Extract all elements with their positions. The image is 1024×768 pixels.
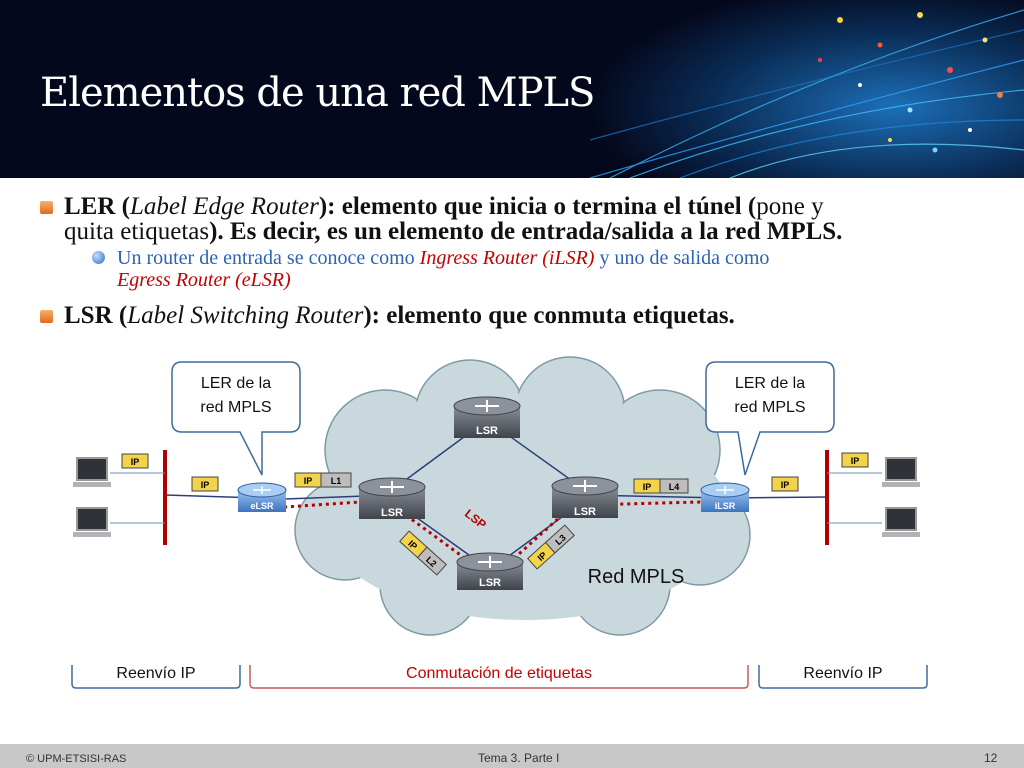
bullet-square-icon <box>40 310 53 323</box>
lsr-prefix: LSR ( <box>64 302 128 329</box>
callout-left: LER de la red MPLS <box>171 361 301 476</box>
router-lsr-left: LSR <box>358 477 426 519</box>
router-label: iLSR <box>715 501 736 511</box>
svg-text:L1: L1 <box>331 476 342 486</box>
packet-ip-left-host: IP <box>121 453 149 469</box>
ler-end: ). Es decir, es un elemento de entrada/s… <box>209 218 843 245</box>
footer-title: Tema 3. Parte I <box>478 751 560 765</box>
sub-bullet-icon <box>92 251 105 264</box>
packet-ip-l2: IP L2 <box>399 530 447 576</box>
packet-ip-right-host: IP <box>841 452 869 468</box>
router-label: eLSR <box>250 501 274 511</box>
router-lsr-top: LSR <box>453 396 521 438</box>
router-lsr-bottom: LSR <box>456 552 524 590</box>
svg-text:IP: IP <box>781 480 790 490</box>
computer-icon <box>73 457 111 487</box>
svg-text:IP: IP <box>131 457 140 467</box>
page-title: Elementos de una red MPLS <box>40 70 595 116</box>
footer-copyright: © UPM-ETSISI-RAS <box>26 753 127 765</box>
svg-text:L4: L4 <box>669 482 680 492</box>
computer-icon <box>882 507 920 537</box>
callout-right-line1: LER de la <box>735 375 805 392</box>
bracket-left-label: Reenvío IP <box>116 665 195 682</box>
sub-text-b: y uno de salida como <box>594 247 770 269</box>
ler-paren1: pone y <box>756 193 824 220</box>
ler-mid: ): elemento que inicia o termina el túne… <box>318 193 757 220</box>
bullet-ler: LER (Label Edge Router): elemento que in… <box>40 194 970 244</box>
bracket-left: Reenvío IP <box>71 665 241 689</box>
ler-prefix: LER ( <box>64 193 130 220</box>
cloud-label: Red MPLS <box>588 566 685 588</box>
packet-ip-left: IP <box>191 476 219 492</box>
callout-left-line1: LER de la <box>201 375 271 392</box>
svg-text:IP: IP <box>851 456 860 466</box>
router-label: LSR <box>381 507 403 519</box>
footer: © UPM-ETSISI-RAS Tema 3. Parte I 12 <box>0 744 1024 768</box>
computer-icon <box>882 457 920 487</box>
sub-text-a: Un router de entrada se conoce como <box>117 247 420 269</box>
callout-left-line2: red MPLS <box>200 399 271 416</box>
ethernet-right <box>825 450 882 545</box>
packet-ip-right: IP <box>771 476 799 492</box>
mpls-diagram: LSP LER de la red MPLS LER de la red MPL… <box>71 356 928 689</box>
fiber-optic-image <box>590 0 1024 178</box>
router-label: LSR <box>479 577 501 589</box>
router-lsr-right: LSR <box>551 476 619 518</box>
lsr-term: Label Switching Router <box>127 302 364 329</box>
bracket-right-label: Reenvío IP <box>803 665 882 682</box>
bracket-mid-label: Conmutación de etiquetas <box>406 665 592 682</box>
bracket-mid: Conmutación de etiquetas <box>249 665 749 689</box>
packet-ip-l4: IP L4 <box>633 478 689 494</box>
svg-text:IP: IP <box>643 482 652 492</box>
ler-term: Label Edge Router <box>129 193 319 220</box>
page-number: 12 <box>984 751 998 765</box>
ingress-term: Ingress Router (iLSR) <box>419 247 595 269</box>
router-label: LSR <box>574 506 596 518</box>
ler-paren2: quita etiquetas <box>64 218 210 245</box>
router-ilsr: iLSR <box>700 482 750 512</box>
router-label: LSR <box>476 425 498 437</box>
packet-ip-l1: IP L1 <box>294 472 352 488</box>
svg-text:IP: IP <box>304 476 313 486</box>
packet-ip-l3: IP L3 <box>527 524 575 570</box>
bullet-lsr: LSR (Label Switching Router): elemento q… <box>40 303 970 331</box>
lsr-end: ): elemento que conmuta etiquetas. <box>363 302 735 329</box>
ethernet-left <box>110 450 167 545</box>
router-elsr: eLSR <box>237 482 287 512</box>
header-banner: Elementos de una red MPLS <box>0 0 1024 178</box>
bullet-square-icon <box>40 201 53 214</box>
bracket-right: Reenvío IP <box>758 665 928 689</box>
callout-right-line2: red MPLS <box>734 399 805 416</box>
callout-right: LER de la red MPLS <box>705 361 835 476</box>
egress-term: Egress Router (eLSR) <box>117 269 291 291</box>
computer-icon <box>73 507 111 537</box>
svg-text:IP: IP <box>201 480 210 490</box>
